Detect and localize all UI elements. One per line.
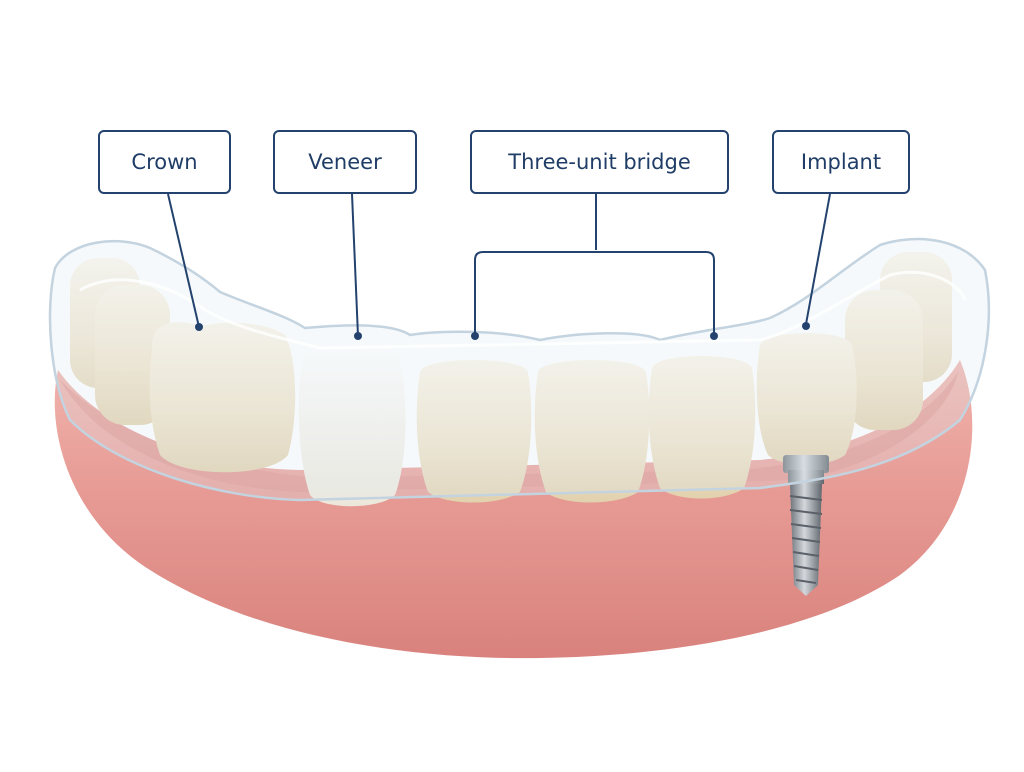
veneer-tooth [298,348,406,507]
implant-label: Implant [772,130,910,194]
back-teeth-right [845,252,952,430]
implant-connector [805,193,831,325]
veneer-label: Veneer [273,130,417,194]
crown-label: Crown [98,130,231,194]
veneer-connector [351,193,359,337]
bridge-tooth-2 [534,360,650,503]
clear-aligner [48,237,991,502]
bridge-dot-left [471,332,479,340]
crown-tooth [149,321,296,473]
three-unit-bridge-label: Three-unit bridge [470,130,729,194]
implant-screw [783,455,829,596]
bridge-bracket [474,194,715,334]
callout-lines [167,193,831,337]
gum [54,360,973,659]
bridge-dot-right [710,332,718,340]
veneer-dot [354,332,362,340]
implant-crown [756,332,857,465]
crown-dot [195,323,203,331]
bridge-tooth-3 [648,356,756,499]
crown-connector [167,193,200,328]
aligner-inner-edge [79,270,967,350]
bridge-tooth-1 [416,360,532,503]
implant-dot [802,322,810,330]
callout-dots [195,322,810,340]
